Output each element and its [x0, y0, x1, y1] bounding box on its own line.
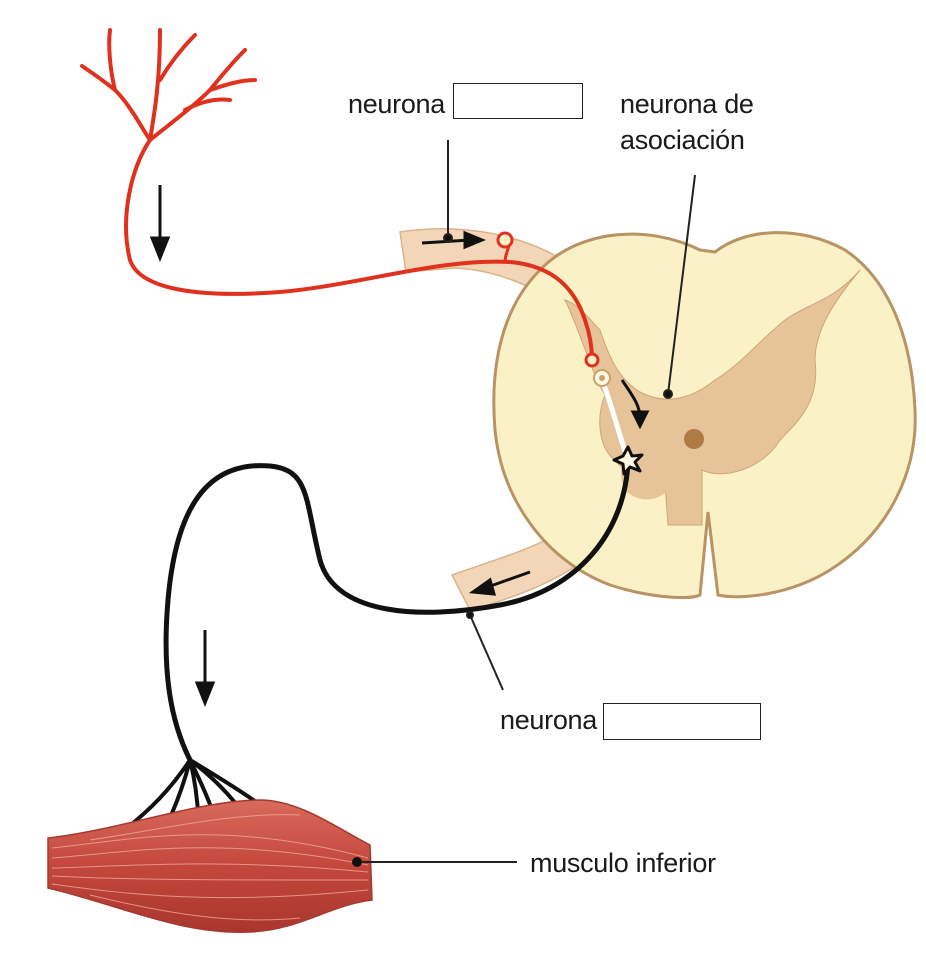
leader-lines: [362, 140, 696, 863]
motor-neuron-axon: [163, 459, 631, 763]
motor-neuron-body: [612, 445, 644, 476]
label-motor-neuron: neurona: [500, 705, 597, 735]
muscle-fibers: [51, 814, 369, 921]
sensory-neuron-axon: [124, 138, 594, 362]
leader-motor: [469, 614, 504, 691]
muscle: [47, 799, 373, 933]
gray-matter-lower-horn: [620, 410, 668, 500]
label-association-neuron-line1: neurona de: [620, 89, 754, 119]
label-muscle: musculo inferior: [530, 848, 716, 878]
leader-association: [667, 174, 696, 395]
answer-box-sensory-neuron[interactable]: [453, 83, 583, 119]
answer-box-motor-neuron[interactable]: [603, 703, 761, 740]
muscle-anchor-dot: [352, 857, 362, 867]
sensory-synaptic-knob: [584, 352, 600, 368]
central-canal: [684, 429, 704, 449]
sensory-neuron-dendrites: [80, 28, 257, 142]
label-sensory-neuron: neurona: [348, 89, 445, 119]
label-association-neuron-line2: asociación: [620, 125, 745, 155]
